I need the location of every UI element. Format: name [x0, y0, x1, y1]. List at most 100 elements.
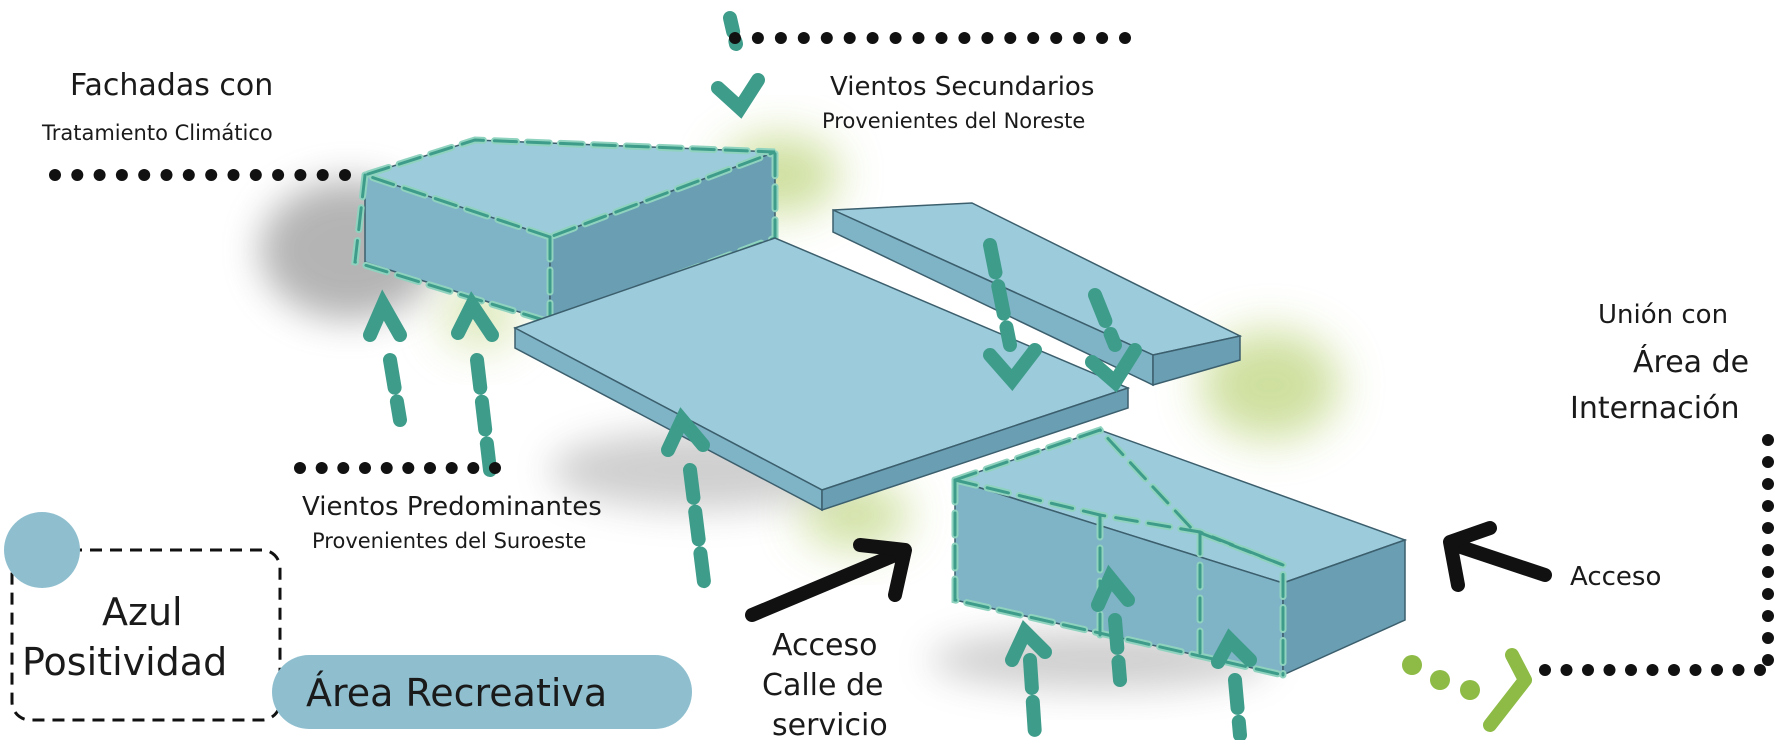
wind-arrow-icon	[711, 11, 765, 119]
leader-dot	[1762, 632, 1774, 644]
leader-dot	[294, 462, 306, 474]
wind-arrow-icon	[363, 289, 407, 427]
leader-dot	[1711, 664, 1723, 676]
color-legend: Azul Positividad	[4, 512, 282, 722]
leader-dot	[797, 32, 810, 44]
acceso-label: Acceso	[1570, 562, 1661, 592]
vientos-pred-leader	[294, 462, 501, 474]
leader-dot	[272, 169, 285, 181]
leader-dot	[316, 169, 329, 181]
leader-dot	[1668, 664, 1680, 676]
leader-dot	[1762, 500, 1774, 512]
access-arrow-icon	[1443, 521, 1552, 592]
leader-dot	[294, 169, 307, 181]
area-recreativa-badge: Área Recreativa	[272, 655, 692, 729]
wind-arrow-icon	[451, 291, 499, 477]
leader-dot	[1762, 588, 1774, 600]
central-slab	[513, 237, 1131, 512]
acceso-calle-line3: servicio	[772, 708, 888, 740]
vientos-predominantes-title: Vientos Predominantes	[302, 492, 602, 522]
union-title-line3: Internación	[1570, 391, 1739, 426]
leader-dot	[1073, 32, 1086, 44]
leader-dot	[1646, 664, 1659, 676]
leader-dot	[729, 32, 741, 44]
leader-dot	[1754, 664, 1766, 676]
leader-dot	[182, 169, 195, 181]
vientos-predominantes-subtitle: Provenientes del Suroeste	[312, 529, 586, 553]
leader-dots	[49, 32, 1774, 676]
wind-arrow-icon	[1091, 564, 1135, 687]
leader-dot	[359, 462, 371, 474]
leader-dot	[1004, 32, 1017, 44]
area-recreativa-label: Área Recreativa	[306, 671, 607, 715]
leader-dot	[1625, 664, 1637, 676]
leader-dot	[205, 169, 218, 181]
leader-dot	[751, 32, 764, 44]
legend-color-name: Azul	[102, 590, 183, 634]
leader-dot	[467, 462, 480, 474]
leader-dot	[49, 169, 61, 181]
union-leader	[1539, 434, 1774, 676]
access-arrow-icon	[745, 538, 912, 622]
leader-dot	[1582, 664, 1594, 676]
leader-dot	[1762, 544, 1774, 556]
leader-dot	[1027, 32, 1040, 44]
fachadas-subtitle: Tratamiento Climático	[41, 121, 273, 145]
leader-dot	[138, 169, 151, 181]
acceso-calle-line1: Acceso	[772, 628, 877, 663]
leader-dot	[1096, 32, 1109, 44]
leader-dot	[402, 462, 415, 474]
leader-dot	[843, 32, 856, 44]
leader-dot	[935, 32, 948, 44]
vientos-secundarios-subtitle: Provenientes del Noreste	[822, 109, 1085, 133]
leader-dot	[315, 462, 328, 474]
fachadas-leader	[49, 169, 351, 181]
leader-dot	[1732, 664, 1745, 676]
wind-arrow-icon	[1211, 628, 1257, 740]
leader-dot	[1762, 478, 1774, 490]
leader-dot	[1762, 610, 1774, 622]
leader-dot	[774, 32, 787, 44]
leader-dot	[958, 32, 971, 44]
leader-dot	[160, 169, 173, 181]
building-a	[351, 136, 779, 326]
leader-dot	[912, 32, 925, 44]
acceso-calle-line2: Calle de	[762, 668, 884, 703]
leader-dot	[1762, 654, 1774, 666]
wind-arrows	[363, 11, 1257, 740]
leader-dot	[1119, 32, 1131, 44]
leader-dot	[115, 169, 128, 181]
legend-color-swatch	[4, 512, 80, 588]
leader-dot	[380, 462, 393, 474]
leader-dot	[1689, 664, 1702, 676]
leader-dot	[71, 169, 84, 181]
leader-dot	[1050, 32, 1063, 44]
wind-arrow-icon	[983, 238, 1042, 392]
leader-dot	[424, 462, 436, 474]
leader-dot	[227, 169, 240, 181]
leader-dot	[820, 32, 833, 44]
leader-dot	[93, 169, 106, 181]
leader-dot	[249, 169, 262, 181]
green-path-arrow-icon	[1402, 648, 1532, 732]
leader-dot	[1603, 664, 1616, 676]
leader-dot	[337, 462, 350, 474]
leader-dot	[1539, 664, 1551, 676]
legend-meaning: Positividad	[22, 640, 227, 684]
wind-arrow-icon	[1005, 619, 1052, 740]
leader-dot	[1762, 522, 1774, 534]
leader-dot	[445, 462, 458, 474]
leader-dot	[889, 32, 902, 44]
wind-arrow-icon	[1085, 288, 1142, 393]
fachadas-title: Fachadas con	[70, 68, 273, 103]
union-title-line2: Área de	[1633, 344, 1749, 380]
leader-dot	[1762, 434, 1774, 446]
leader-dot	[1560, 664, 1573, 676]
leader-dot	[981, 32, 994, 44]
leader-dot	[339, 169, 351, 181]
vientos-sec-leader	[729, 32, 1131, 44]
wind-arrow-icon	[661, 407, 712, 597]
leader-dot	[1762, 566, 1774, 578]
building-b	[951, 425, 1408, 679]
